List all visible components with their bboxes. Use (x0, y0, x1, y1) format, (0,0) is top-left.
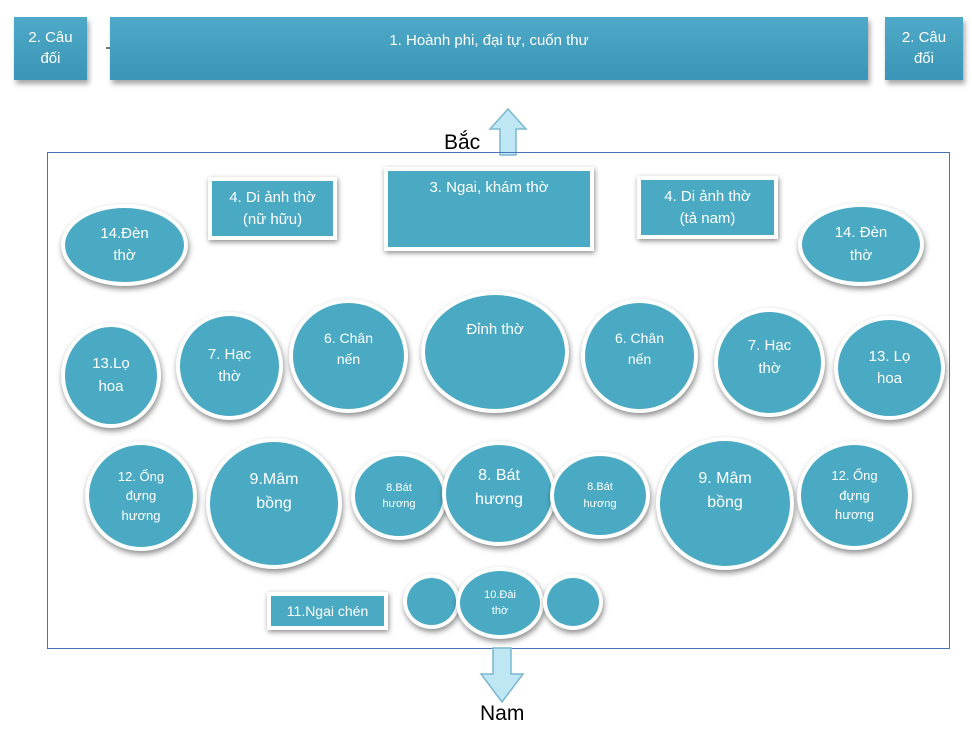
tray-left-label: 9.Mâm bồng (249, 471, 299, 512)
lamp-right-label: 14. Đèn thờ (834, 224, 888, 264)
crane-left-label: 7. Hạc thờ (207, 345, 252, 386)
incense-bowl-small-right-label: 8.Bát hương (583, 481, 617, 510)
crane-right-label: 7. Hạc thờ (747, 337, 792, 377)
crane-left-circle: 7. Hạc thờ (176, 312, 283, 420)
portrait-right-label: 4. Di ảnh thờ (tả nam) (664, 187, 751, 227)
incense-bowl-small-left-circle: 8.Bát hương (351, 452, 447, 540)
horizontal-plaque-label: 1. Hoành phi, đại tự, cuốn thư (389, 32, 589, 49)
candle-left-label: 6. Chân nến (323, 330, 374, 367)
couplet-right-label: 2. Câu đối (901, 29, 947, 67)
couplet-right-box: 2. Câu đối (885, 17, 963, 80)
north-arrow-icon (488, 107, 528, 156)
tray-right-circle: 9. Mâm bồng (656, 437, 794, 570)
cup-stand-label: 10.Đài thờ (484, 588, 516, 618)
shrine-label: 3. Ngai, khám thờ (429, 179, 549, 196)
censer-circle: Đỉnh thờ (421, 291, 569, 413)
candle-left-circle: 6. Chân nến (289, 299, 408, 413)
lamp-left-circle: 14.Đèn thờ (61, 204, 188, 286)
lamp-left-label: 14.Đèn thờ (100, 224, 149, 265)
incense-bowl-main-label: 8. Bát hương (475, 466, 523, 508)
couplet-left-box: 2. Câu đối (14, 17, 87, 80)
cup-throne-label: 11.Ngai chén (286, 602, 369, 619)
shrine-box: 3. Ngai, khám thờ (384, 167, 594, 251)
incense-tube-right-circle: 12. Ống đựng hương (797, 441, 912, 550)
incense-bowl-main-circle: 8. Bát hương (442, 441, 556, 546)
tray-right-label: 9. Mâm bồng (698, 470, 752, 511)
candle-right-label: 6. Chân nến (614, 330, 665, 367)
portrait-right-box: 4. Di ảnh thờ (tả nam) (637, 176, 778, 239)
incense-bowl-small-left-label: 8.Bát hương (382, 481, 416, 511)
cup-stand-left-disc (403, 574, 460, 629)
north-label: Bắc (444, 131, 481, 154)
connector-mark (106, 47, 112, 49)
incense-tube-left-label: 12. Ống đựng hương (117, 468, 165, 523)
tray-left-circle: 9.Mâm bồng (206, 438, 342, 569)
cup-stand-circle: 10.Đài thờ (456, 567, 544, 639)
crane-right-circle: 7. Hạc thờ (714, 308, 825, 417)
vase-right-label: 13. Lọ hoa (868, 347, 911, 388)
vase-right-circle: 13. Lọ hoa (834, 316, 945, 420)
incense-tube-left-circle: 12. Ống đựng hương (85, 441, 197, 551)
horizontal-plaque-box: 1. Hoành phi, đại tự, cuốn thư (110, 17, 868, 80)
south-label: Nam (480, 702, 525, 725)
censer-label: Đỉnh thờ (466, 321, 524, 338)
cup-throne-box: 11.Ngai chén (267, 592, 388, 630)
candle-right-circle: 6. Chân nến (581, 299, 698, 413)
vase-left-label: 13.Lọ hoa (92, 355, 130, 395)
incense-bowl-small-right-circle: 8.Bát hương (550, 452, 650, 539)
portrait-left-box: 4. Di ảnh thờ (nữ hữu) (208, 177, 337, 240)
south-arrow-icon (479, 647, 525, 704)
cup-stand-right-disc (543, 574, 603, 630)
lamp-right-circle: 14. Đèn thờ (798, 203, 924, 286)
incense-tube-right-label: 12. Ống đựng hương (831, 468, 878, 523)
couplet-left-label: 2. Câu đối (28, 29, 73, 67)
vase-left-circle: 13.Lọ hoa (61, 323, 161, 428)
portrait-left-label: 4. Di ảnh thờ (nữ hữu) (229, 188, 316, 228)
